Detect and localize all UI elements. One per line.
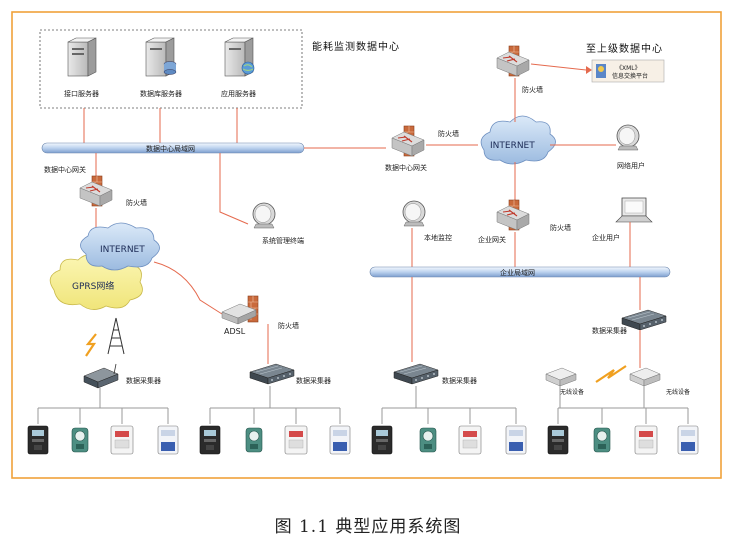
collector-icon-4 <box>621 309 667 331</box>
lightning-icon-right <box>595 365 627 383</box>
dc-gateway-firewall-icon <box>391 125 425 157</box>
interface-server-icon <box>67 37 97 77</box>
dc-gateway-firewall-left-icon <box>79 175 113 207</box>
enterprise-gateway-label: 企业网关 <box>478 235 506 244</box>
firewall-label-enterprise: 防火墙 <box>550 223 571 232</box>
lightning-icon-left <box>85 333 97 357</box>
xml-platform-icon: 《XML》 信息交换平台 <box>591 59 665 83</box>
gas-meter-icon <box>284 425 308 455</box>
collector-label-2: 数据采集器 <box>296 376 331 385</box>
heat-meter-icon <box>505 425 527 455</box>
enterprise-lan-label: 企业局域网 <box>500 268 535 277</box>
collector-label-1: 数据采集器 <box>126 376 161 385</box>
server-label-interface: 接口服务器 <box>64 89 99 98</box>
dc-gateway-label-left: 数据中心网关 <box>44 165 86 174</box>
diagram-frame <box>11 11 722 479</box>
electric-meter-icon <box>27 425 49 455</box>
meter-row <box>27 425 699 455</box>
enterprise-user-label: 企业用户 <box>592 233 620 242</box>
electric-meter-icon <box>371 425 393 455</box>
xml-tag-label: 《XML》 <box>616 65 641 72</box>
figure-caption: 图 1.1 典型应用系统图 <box>274 517 462 537</box>
collector-label-3: 数据采集器 <box>442 376 477 385</box>
adsl-firewall-icon <box>221 295 259 325</box>
upper-center-title: 至上级数据中心 <box>586 42 663 55</box>
meter-wiring <box>37 386 689 424</box>
internet-cloud-left: INTERNET <box>80 222 160 271</box>
firewall-label-center: 防火墙 <box>438 129 459 138</box>
gas-meter-icon <box>458 425 482 455</box>
collector-icon-3 <box>393 363 439 385</box>
heat-meter-icon <box>157 425 179 455</box>
collector-icon-2 <box>249 363 295 385</box>
internet-cloud-right: INTERNET <box>480 115 556 165</box>
firewall-label-adsl: 防火墙 <box>278 321 299 330</box>
local-monitor-icon <box>402 200 426 227</box>
gprs-label: GPRS网络 <box>72 280 114 292</box>
web-user-monitor-icon <box>616 124 640 151</box>
wireless-label-left: 无线设备 <box>560 388 584 396</box>
server-label-database: 数据库服务器 <box>140 89 182 98</box>
system-terminal-icon <box>252 202 276 229</box>
collector-label-4: 数据采集器 <box>592 326 627 335</box>
server-label-application: 应用服务器 <box>221 89 256 98</box>
enterprise-user-laptop-icon <box>615 197 653 223</box>
wireless-device-icon-right <box>629 367 661 387</box>
water-meter-icon <box>71 427 89 453</box>
wireless-label-right: 无线设备 <box>666 388 690 396</box>
heat-meter-icon <box>329 425 351 455</box>
adsl-label: ADSL <box>224 327 246 336</box>
dc-lan-bus: 数据中心局域网 <box>41 142 305 154</box>
internet-label-left: INTERNET <box>100 245 145 255</box>
electric-meter-icon <box>199 425 221 455</box>
gas-meter-icon <box>110 425 134 455</box>
firewall-label-left: 防火墙 <box>126 198 147 207</box>
xml-platform-label: 信息交换平台 <box>612 72 648 80</box>
firewall-label-upper: 防火墙 <box>522 85 543 94</box>
enterprise-gateway-firewall-icon <box>496 199 530 231</box>
dc-gateway-label-center: 数据中心网关 <box>385 163 427 172</box>
wireless-device-icon-left <box>545 367 577 387</box>
gprs-collector-icon <box>83 363 119 389</box>
internet-label-right: INTERNET <box>490 141 535 151</box>
dc-lan-label: 数据中心局域网 <box>146 144 195 153</box>
application-server-icon <box>224 37 255 77</box>
gas-meter-icon <box>634 425 658 455</box>
data-center-box <box>39 29 303 109</box>
heat-meter-icon <box>677 425 699 455</box>
local-monitor-label: 本地监控 <box>424 233 452 242</box>
upper-firewall-icon <box>496 45 530 77</box>
system-terminal-label: 系统管理终端 <box>262 236 304 245</box>
data-center-title: 能耗监测数据中心 <box>312 40 400 53</box>
water-meter-icon <box>419 427 437 453</box>
enterprise-lan-bus: 企业局域网 <box>369 266 671 278</box>
water-meter-icon <box>593 427 611 453</box>
database-server-icon <box>145 37 177 77</box>
water-meter-icon <box>245 427 263 453</box>
electric-meter-icon <box>547 425 569 455</box>
web-user-label: 网络用户 <box>617 161 645 170</box>
antenna-tower-icon <box>107 317 125 355</box>
